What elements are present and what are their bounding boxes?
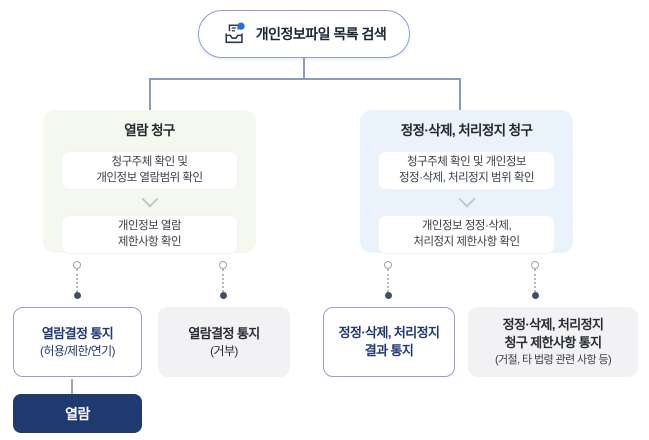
step-check-correction-restrictions: 개인정보 정정·삭제, 처리정지 제한사항 확인 — [378, 215, 555, 254]
outcome-correction-restriction-notice: 정정·삭제, 처리정지 청구 제한사항 통지 (거절, 타 법령 관련 사항 등… — [468, 307, 638, 377]
connector-branch-horizontal — [149, 78, 460, 80]
step-text-line: 개인정보 열람범위 확인 — [96, 171, 203, 184]
step-text-line: 처리정지 제한사항 확인 — [413, 235, 520, 248]
dotted-connector — [217, 261, 229, 299]
dotted-connector — [71, 261, 83, 299]
root-node-personal-info-file-search: 개인정보파일 목록 검색 — [198, 10, 410, 58]
step-text-line: 제한사항 확인 — [117, 235, 182, 248]
document-search-icon — [222, 22, 248, 46]
outcome-subtitle: (거절, 타 법령 관련 사항 등) — [494, 354, 612, 366]
dotted-connector — [529, 261, 541, 299]
root-node-label: 개인정보파일 목록 검색 — [255, 26, 387, 42]
outcome-title: 열람결정 통지 — [41, 325, 114, 341]
chevron-down-icon — [141, 190, 158, 208]
panel-view-request-title: 열람 청구 — [124, 123, 175, 138]
connector-left-stem — [149, 78, 151, 110]
step-check-view-restrictions: 개인정보 열람 제한사항 확인 — [61, 215, 238, 254]
step-text-line: 개인정보 정정·삭제, — [421, 220, 512, 232]
outcome-view-decision-notice-denied: 열람결정 통지 (거부) — [158, 307, 290, 377]
step-verify-requester-correction-scope: 청구주체 확인 및 개인정보 정정·삭제, 처리정지 범위 확인 — [378, 151, 555, 190]
step-verify-requester-view-scope: 청구주체 확인 및 개인정보 열람범위 확인 — [61, 151, 238, 190]
panel-view-request: 열람 청구 청구주체 확인 및 개인정보 열람범위 확인 개인정보 열람 제한사… — [43, 110, 256, 254]
outcome-view-decision-notice-allowed: 열람결정 통지 (허용/제한/연기) — [13, 307, 142, 377]
panel-correction-deletion-title: 정정·삭제, 처리정지 청구 — [400, 123, 533, 138]
outcome-title: 청구 제한사항 통지 — [504, 335, 603, 350]
outcome-subtitle: (허용/제한/연기) — [40, 343, 116, 358]
connector-right-stem — [459, 78, 461, 110]
connector-root-stem — [303, 58, 305, 79]
chevron-down-icon — [458, 190, 475, 208]
outcome-title: 결과 통지 — [364, 343, 414, 358]
outcome-title: 열람결정 통지 — [188, 325, 260, 341]
step-text-line: 정정·삭제, 처리정지 범위 확인 — [398, 171, 535, 184]
dotted-connector — [382, 261, 394, 299]
outcome-title: 정정·삭제, 처리정지 — [338, 325, 440, 340]
step-text-line: 청구주체 확인 및 — [111, 156, 188, 168]
outcome-subtitle: (거부) — [210, 343, 238, 358]
outcome-correction-result-notice: 정정·삭제, 처리정지 결과 통지 — [323, 307, 455, 377]
view-button[interactable]: 열람 — [13, 394, 142, 433]
panel-correction-deletion-request: 정정·삭제, 처리정지 청구 청구주체 확인 및 개인정보 정정·삭제, 처리정… — [360, 110, 573, 254]
step-text-line: 청구주체 확인 및 개인정보 — [407, 156, 526, 168]
step-text-line: 개인정보 열람 — [117, 220, 182, 232]
outcome-title: 정정·삭제, 처리정지 — [502, 317, 604, 332]
